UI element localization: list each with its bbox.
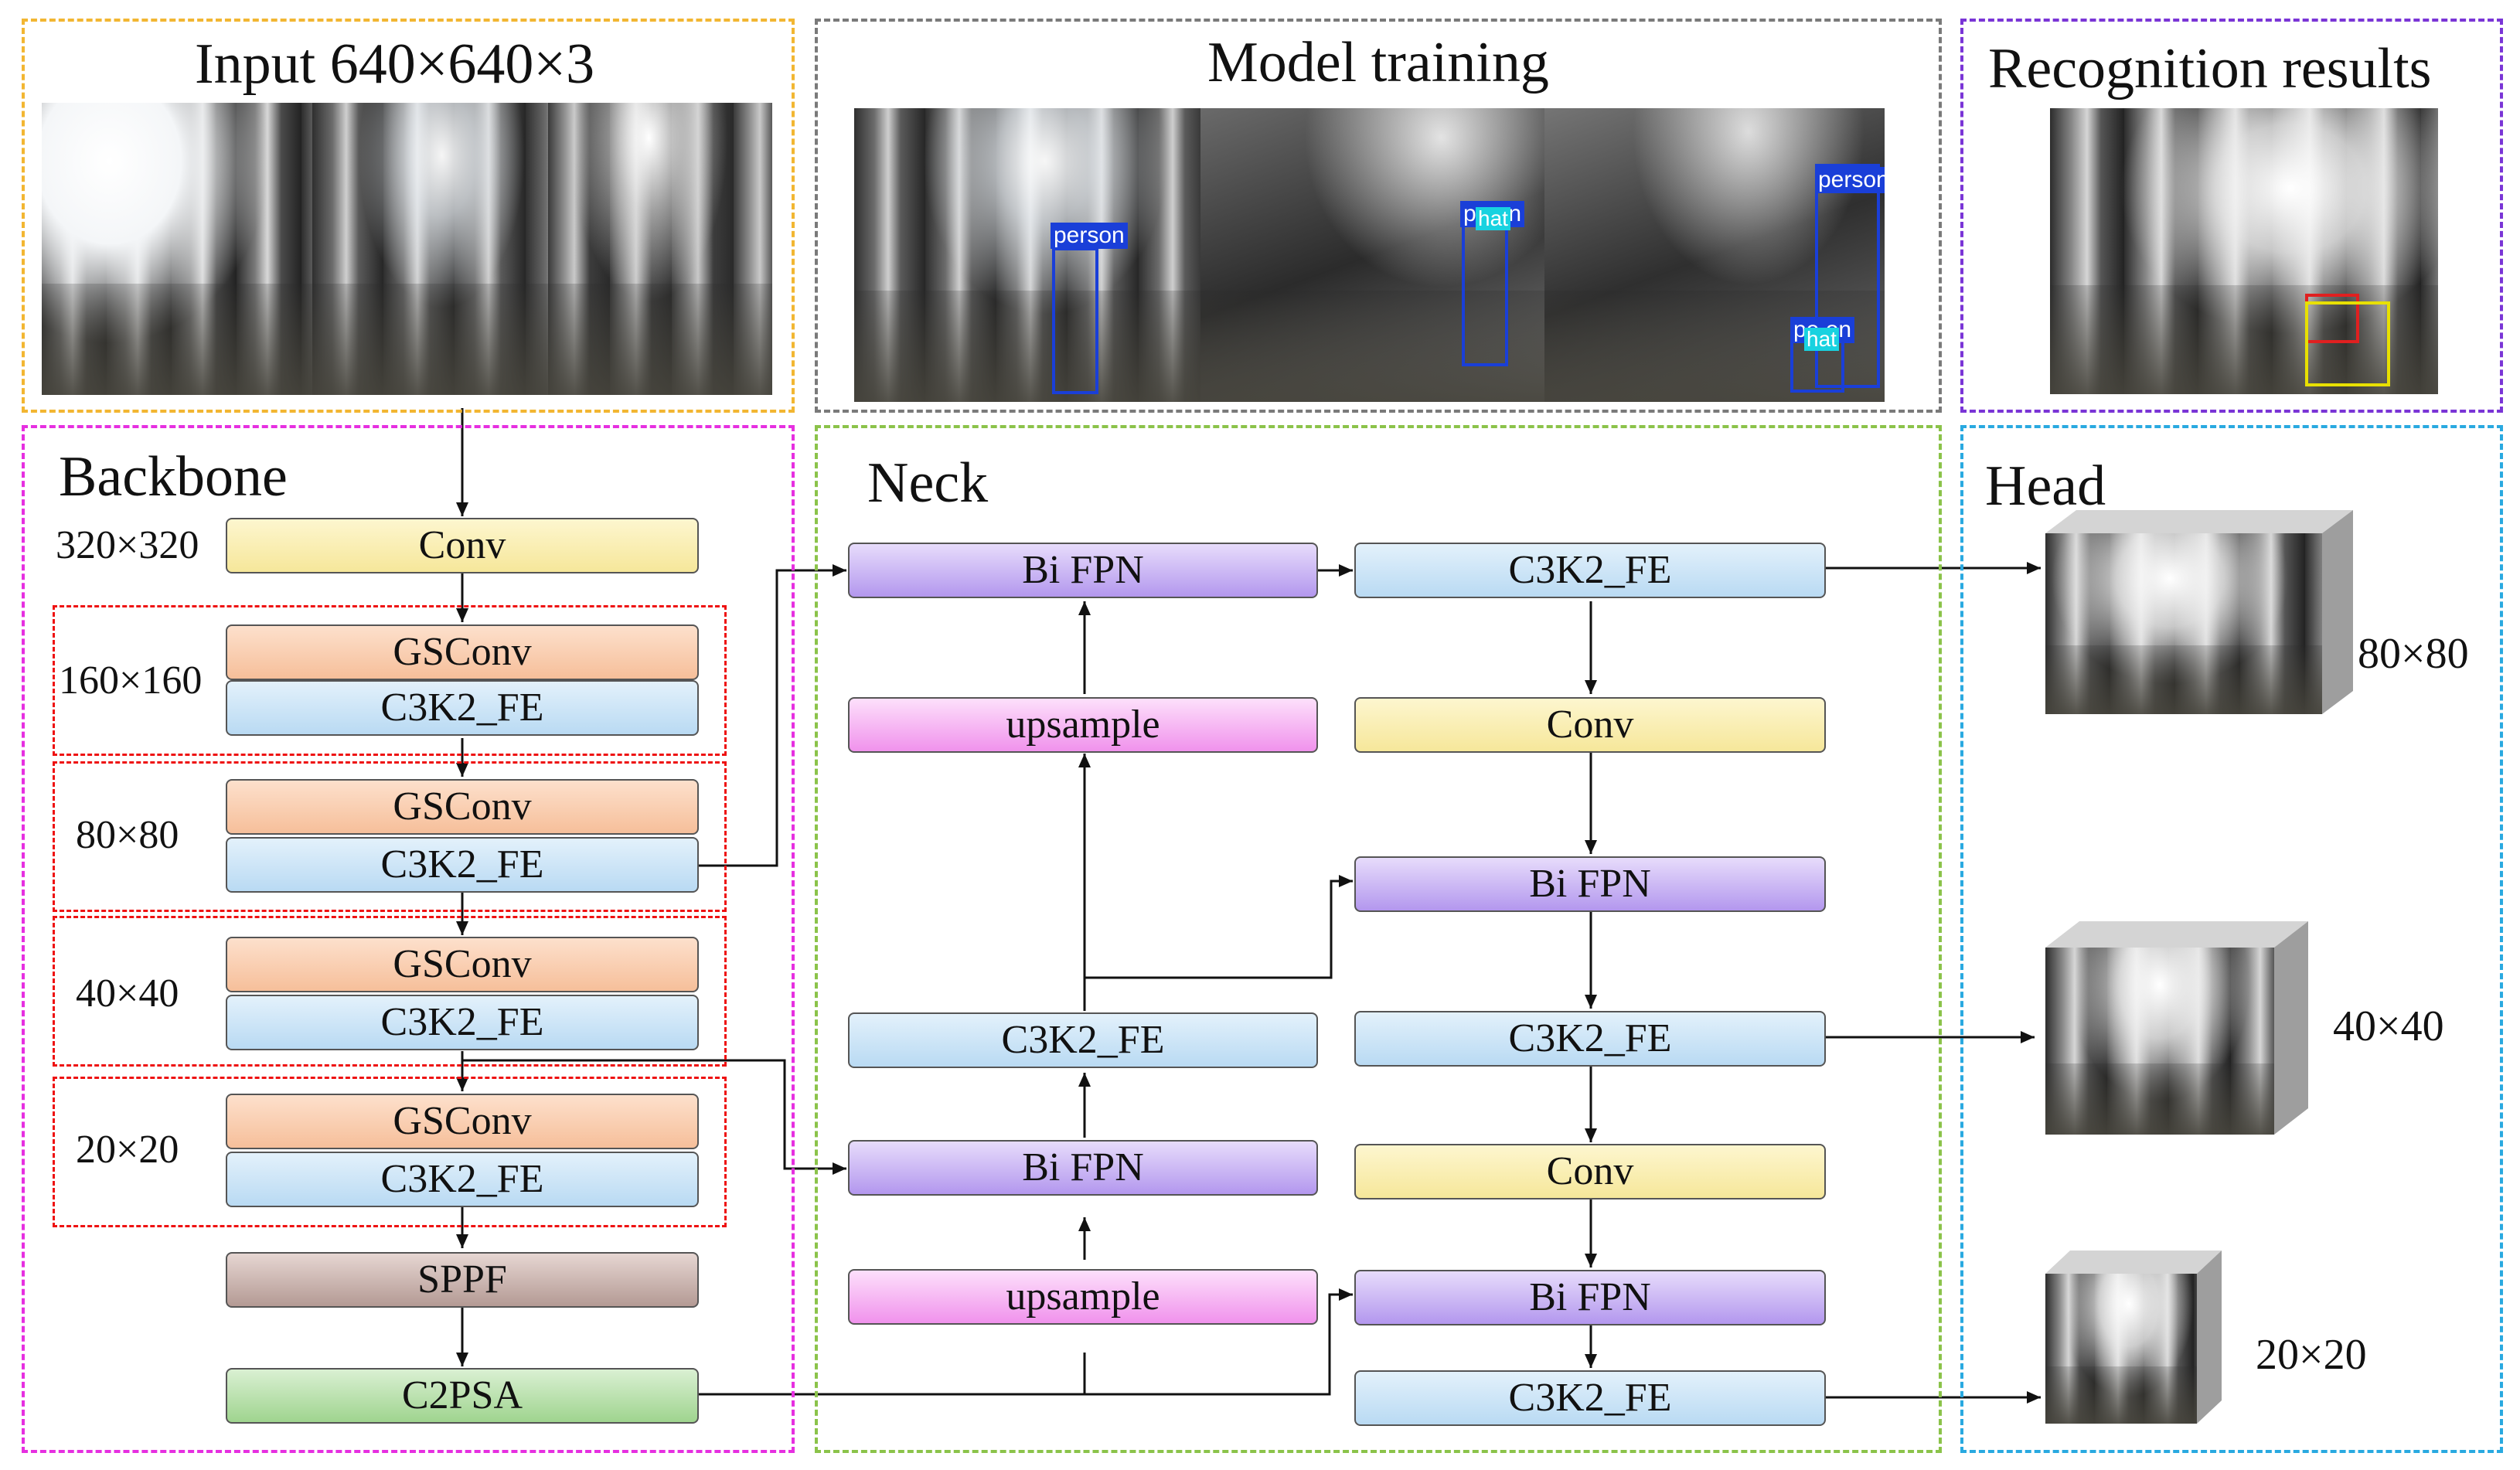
c3k2-fe-block: C3K2_FE xyxy=(226,837,699,893)
sppf-block: SPPF xyxy=(226,1252,699,1308)
upsample-block: upsample xyxy=(848,697,1318,753)
c3k2-fe-block: C3K2_FE xyxy=(848,1012,1318,1068)
c2psa-block: C2PSA xyxy=(226,1368,699,1424)
c3k2-fe-block: C3K2_FE xyxy=(226,995,699,1050)
c3k2-fe-block: C3K2_FE xyxy=(1354,1370,1826,1426)
input-panel: Input 640×640×3 xyxy=(22,19,795,413)
bifpn-block: Bi FPN xyxy=(1354,856,1826,912)
cube-sides xyxy=(2045,1251,2222,1424)
bifpn-block: Bi FPN xyxy=(848,1140,1318,1196)
neck-panel-title: Neck xyxy=(867,451,989,515)
stage-group-40 xyxy=(53,916,727,1067)
conv-block: Conv xyxy=(1354,1144,1826,1199)
conv-block: Conv xyxy=(1354,697,1826,753)
c3k2-fe-block: C3K2_FE xyxy=(226,1152,699,1207)
recognition-panel: Recognition results xyxy=(1960,19,2503,413)
upsample-block: upsample xyxy=(848,1269,1318,1325)
gsconv-block: GSConv xyxy=(226,1094,699,1149)
bifpn-block: Bi FPN xyxy=(1354,1270,1826,1325)
person-detection-label: person xyxy=(1815,167,1885,193)
scale-label: 320×320 xyxy=(56,523,199,567)
scale-label: 40×40 xyxy=(76,971,179,1016)
input-image-3 xyxy=(548,103,772,395)
cube-face-image xyxy=(2045,1274,2197,1424)
bifpn-block: Bi FPN xyxy=(848,543,1318,598)
feature-map-cube xyxy=(2045,510,2355,742)
conv-block: Conv xyxy=(226,518,699,573)
training-image-1: person xyxy=(854,108,1200,402)
gsconv-block: GSConv xyxy=(226,624,699,680)
gsconv-block: GSConv xyxy=(226,937,699,992)
cube-face-image xyxy=(2045,948,2274,1135)
stage-group-80 xyxy=(53,761,727,912)
stage-group-20 xyxy=(53,1077,727,1227)
gsconv-block: GSConv xyxy=(226,779,699,835)
scale-label: 20×20 xyxy=(76,1128,179,1172)
cube-sides xyxy=(2045,510,2353,714)
training-image-3: person pe on hat xyxy=(1544,108,1885,402)
head-scale-label: 20×20 xyxy=(2256,1331,2367,1379)
detection-box xyxy=(2305,301,2390,386)
head-panel: Head xyxy=(1960,425,2503,1453)
head-scale-label: 40×40 xyxy=(2333,1002,2444,1050)
scale-label: 80×80 xyxy=(76,813,179,857)
person-detection-box xyxy=(1052,247,1098,394)
person-detection-box xyxy=(1815,164,1880,388)
neck-panel: Neck xyxy=(815,425,1942,1453)
cube-face-image xyxy=(2045,533,2322,714)
training-panel: Model training person pe on hat person p… xyxy=(815,19,1942,413)
input-image-1 xyxy=(42,103,312,395)
scale-label: 160×160 xyxy=(59,658,203,703)
recognition-image xyxy=(2050,108,2438,394)
backbone-panel: Backbone xyxy=(22,425,795,1453)
cube-sides xyxy=(2045,921,2308,1135)
input-image-2 xyxy=(312,103,548,395)
stage-group-160 xyxy=(53,605,727,756)
recognition-panel-title: Recognition results xyxy=(1988,37,2432,100)
hat-detection-label: hat xyxy=(1804,328,1839,351)
person-detection-label: person xyxy=(1051,223,1128,249)
input-panel-title: Input 640×640×3 xyxy=(195,32,595,96)
c3k2-fe-block: C3K2_FE xyxy=(1354,1011,1826,1067)
feature-map-cube xyxy=(2045,1251,2223,1428)
feature-map-cube xyxy=(2045,921,2308,1145)
c3k2-fe-block: C3K2_FE xyxy=(226,680,699,736)
training-image-2: pe on hat xyxy=(1200,108,1544,402)
hat-detection-label: hat xyxy=(1476,207,1510,230)
head-scale-label: 80×80 xyxy=(2358,630,2469,678)
head-panel-title: Head xyxy=(1985,454,2106,518)
training-panel-title: Model training xyxy=(1207,31,1549,94)
backbone-panel-title: Backbone xyxy=(59,445,288,509)
c3k2-fe-block: C3K2_FE xyxy=(1354,543,1826,598)
